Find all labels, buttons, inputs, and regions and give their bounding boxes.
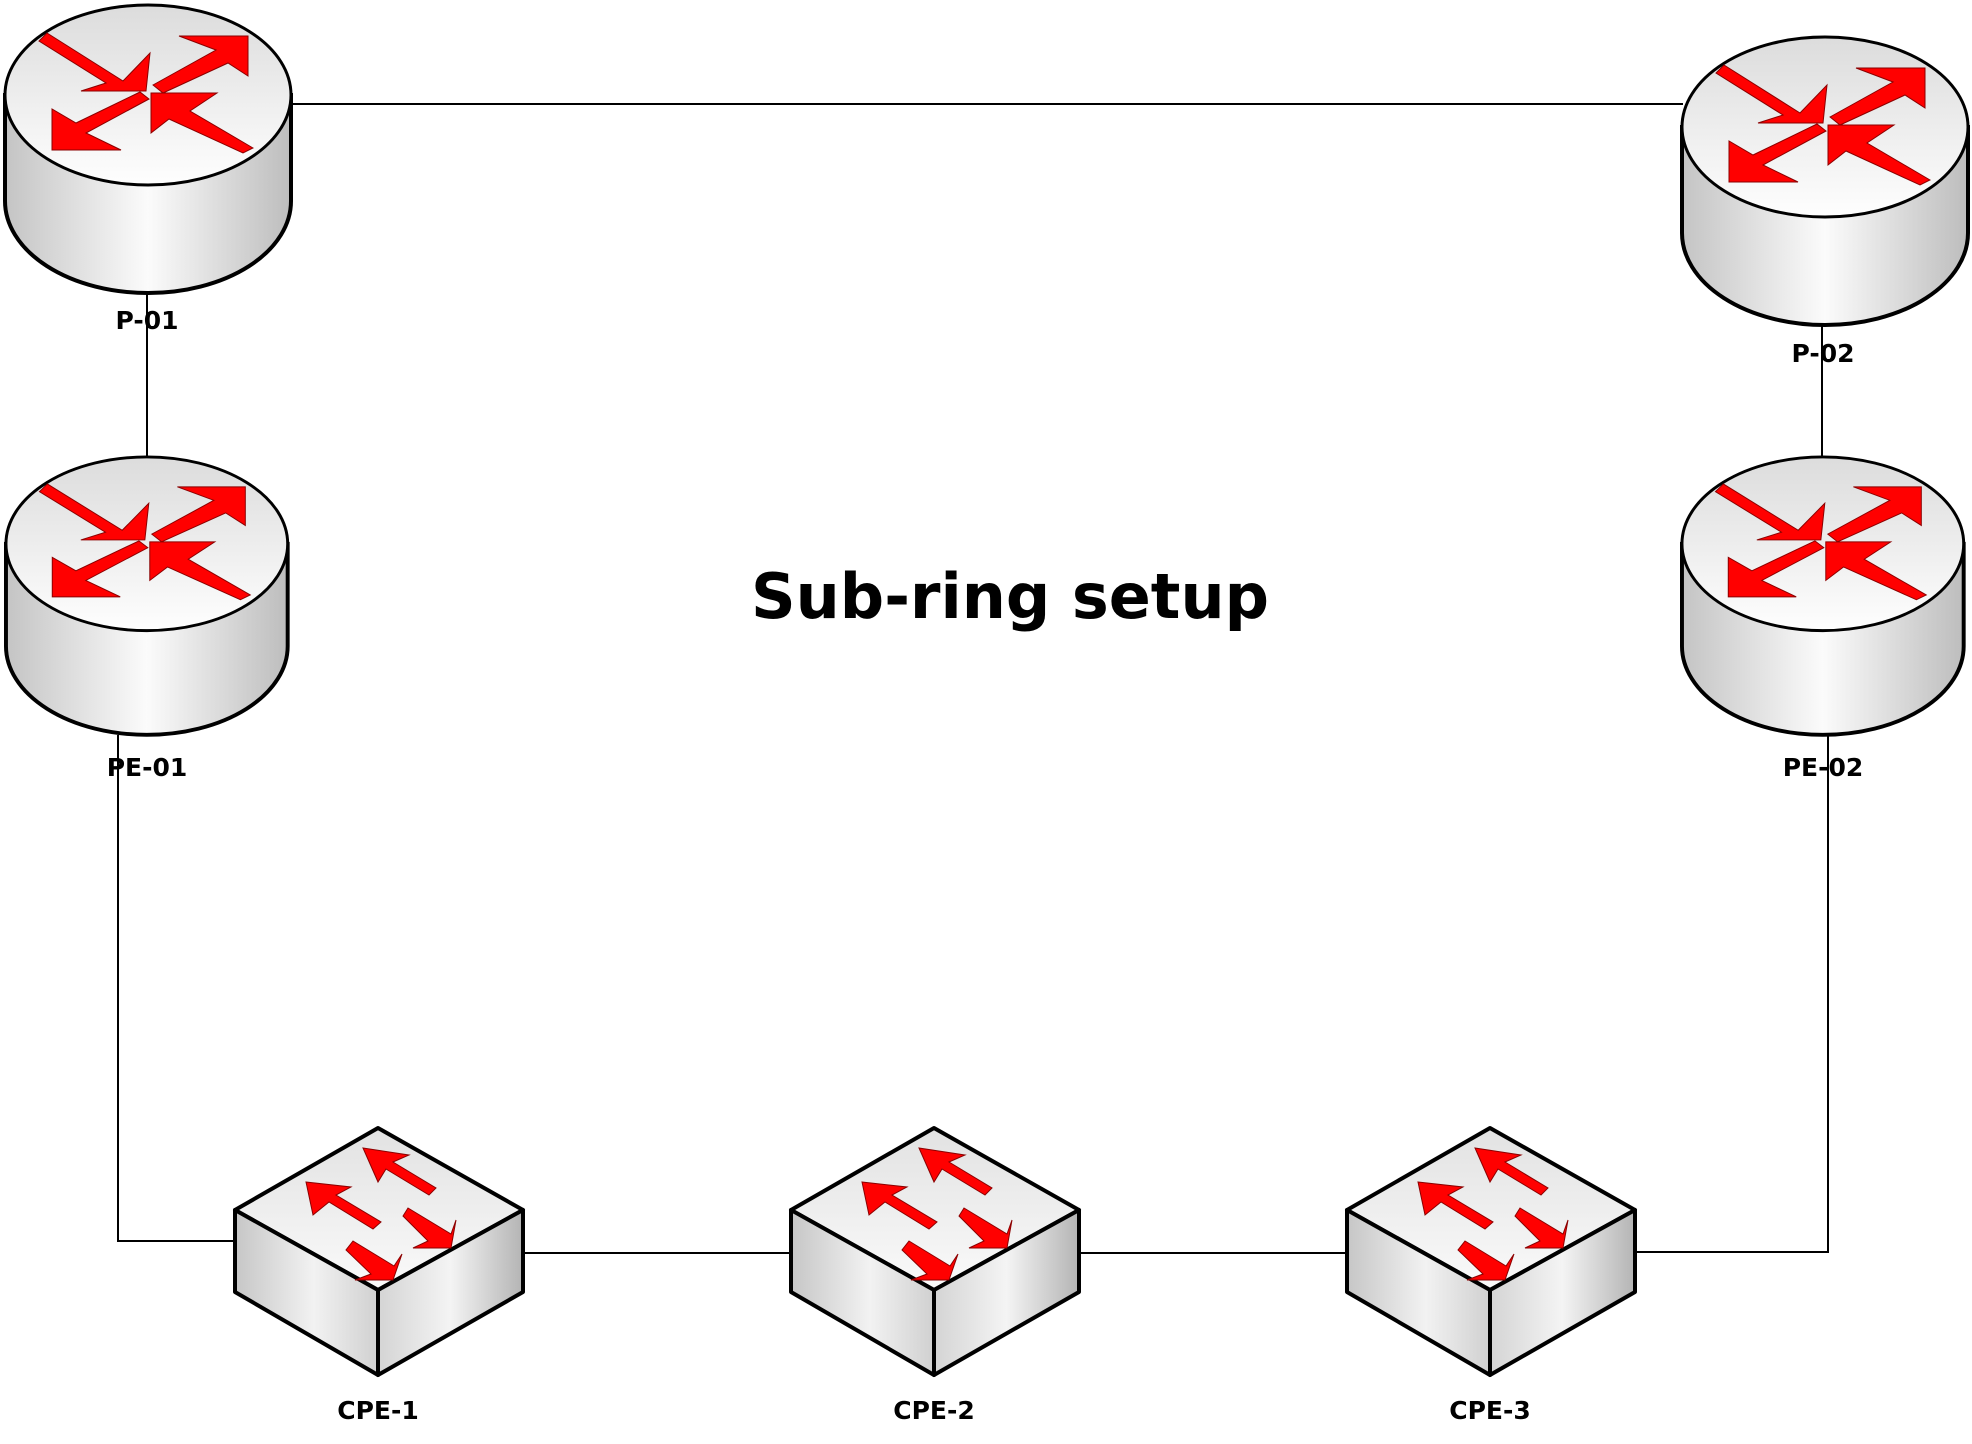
router-pe02[interactable] bbox=[1679, 454, 1966, 737]
diagram-title: Sub-ring setup bbox=[751, 560, 1269, 633]
router-icon bbox=[3, 3, 293, 295]
switch-cpe1[interactable] bbox=[233, 1126, 525, 1377]
link-cpe3-pe02 bbox=[1634, 735, 1829, 1253]
router-icon bbox=[4, 454, 290, 737]
links bbox=[117, 103, 1829, 1254]
router-pe01[interactable] bbox=[4, 454, 290, 737]
label-pe01: PE-01 bbox=[107, 753, 188, 782]
router-icon bbox=[1679, 454, 1966, 737]
label-p02: P-02 bbox=[1791, 339, 1854, 368]
router-icon bbox=[1680, 35, 1970, 327]
switch-icon bbox=[789, 1126, 1081, 1377]
switch-cpe3[interactable] bbox=[1345, 1126, 1637, 1377]
label-pe02: PE-02 bbox=[1783, 753, 1864, 782]
switch-icon bbox=[1345, 1126, 1637, 1377]
label-cpe1: CPE-1 bbox=[337, 1396, 419, 1425]
switch-cpe2[interactable] bbox=[789, 1126, 1081, 1377]
label-p01: P-01 bbox=[115, 306, 178, 335]
label-cpe2: CPE-2 bbox=[893, 1396, 975, 1425]
label-cpe3: CPE-3 bbox=[1449, 1396, 1531, 1425]
router-p01[interactable] bbox=[3, 3, 293, 295]
switch-icon bbox=[233, 1126, 525, 1377]
link-pe01-cpe1 bbox=[117, 735, 236, 1242]
router-p02[interactable] bbox=[1680, 35, 1970, 327]
